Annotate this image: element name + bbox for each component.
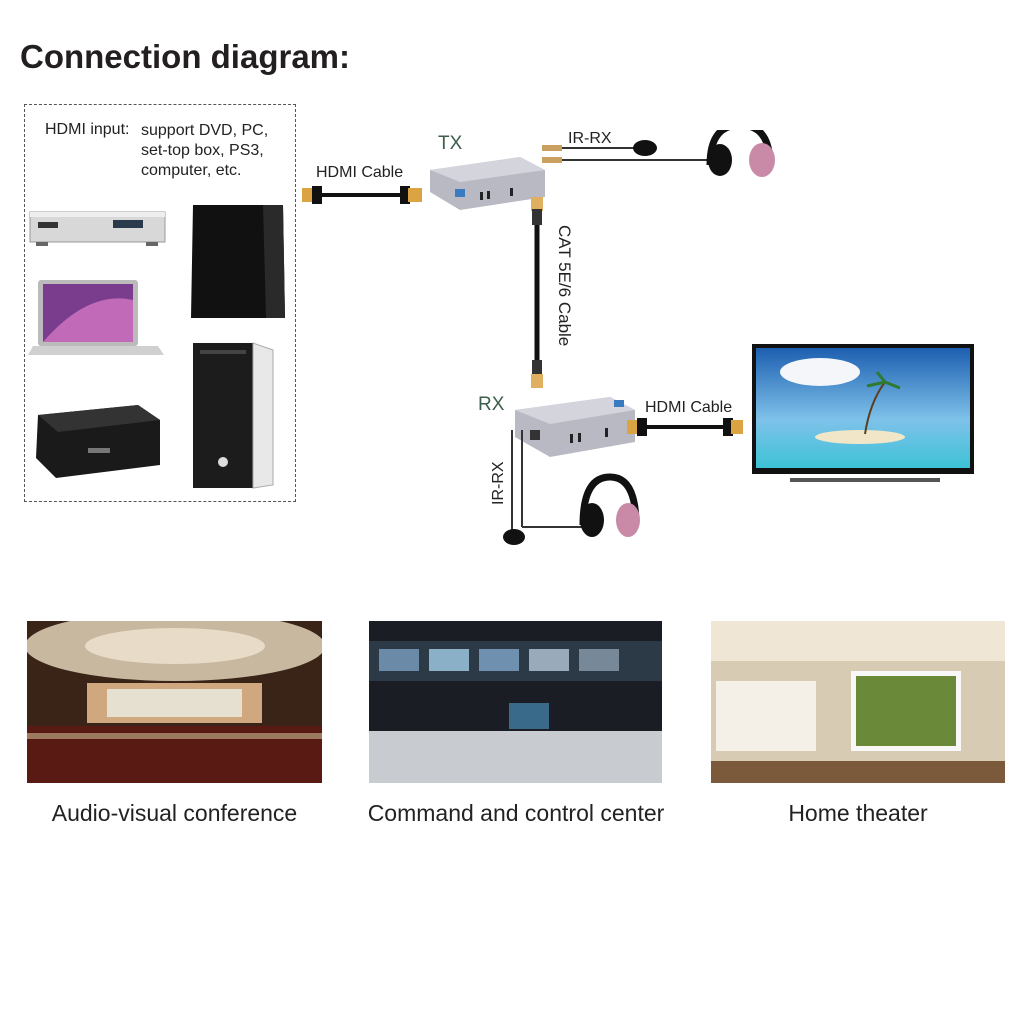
source-devices-box: [24, 104, 296, 502]
description-line: computer, etc.: [141, 162, 242, 179]
ir-rx-tx-label: IR-RX: [568, 130, 612, 147]
tx-label: TX: [438, 133, 463, 154]
hdmi-cable-tx-label: HDMI Cable: [316, 164, 404, 181]
control-center-photo: [369, 621, 662, 783]
rx-ir-and-headphones: [503, 430, 640, 545]
tx-extender-device: [430, 157, 545, 210]
rx-label: RX: [478, 394, 505, 415]
hdmi-cable-rx: [627, 418, 743, 436]
pc-tower-icon: [193, 342, 274, 489]
page-title: Connection diagram:: [20, 38, 351, 75]
ir-receiver-icon: [503, 529, 525, 545]
headphones-icon: [706, 130, 775, 177]
hdmi-input-label: HDMI input:: [45, 121, 130, 138]
tx-ir-and-headphones: [542, 130, 775, 177]
caption-conference: Audio-visual conference: [51, 800, 298, 826]
cat-cable-label: CAT 5E/6 Cable: [555, 225, 574, 347]
ps3-console-icon: [191, 205, 285, 318]
caption-home-theater: Home theater: [788, 800, 928, 826]
set-top-box-icon: [36, 405, 160, 478]
hdmi-input-description: support DVD, PC, set-top box, PS3, compu…: [141, 121, 268, 181]
hdmi-cable-rx-label: HDMI Cable: [645, 399, 733, 416]
source-devices-illustration: [28, 205, 285, 489]
cat-cable: [531, 197, 543, 388]
home-theater-photo: [711, 621, 1005, 783]
laptop-icon: [28, 280, 164, 355]
dvd-player-icon: [29, 211, 166, 246]
caption-control-center: Command and control center: [367, 800, 665, 826]
description-line: set-top box, PS3,: [141, 142, 264, 159]
rx-extender-device: [515, 397, 635, 457]
hdmi-cable-tx: [302, 186, 422, 204]
tv-display: [752, 344, 974, 482]
ir-receiver-icon: [633, 140, 657, 156]
headphones-icon: [579, 473, 640, 537]
description-line: support DVD, PC,: [141, 122, 269, 139]
conference-room-photo: [27, 621, 322, 783]
